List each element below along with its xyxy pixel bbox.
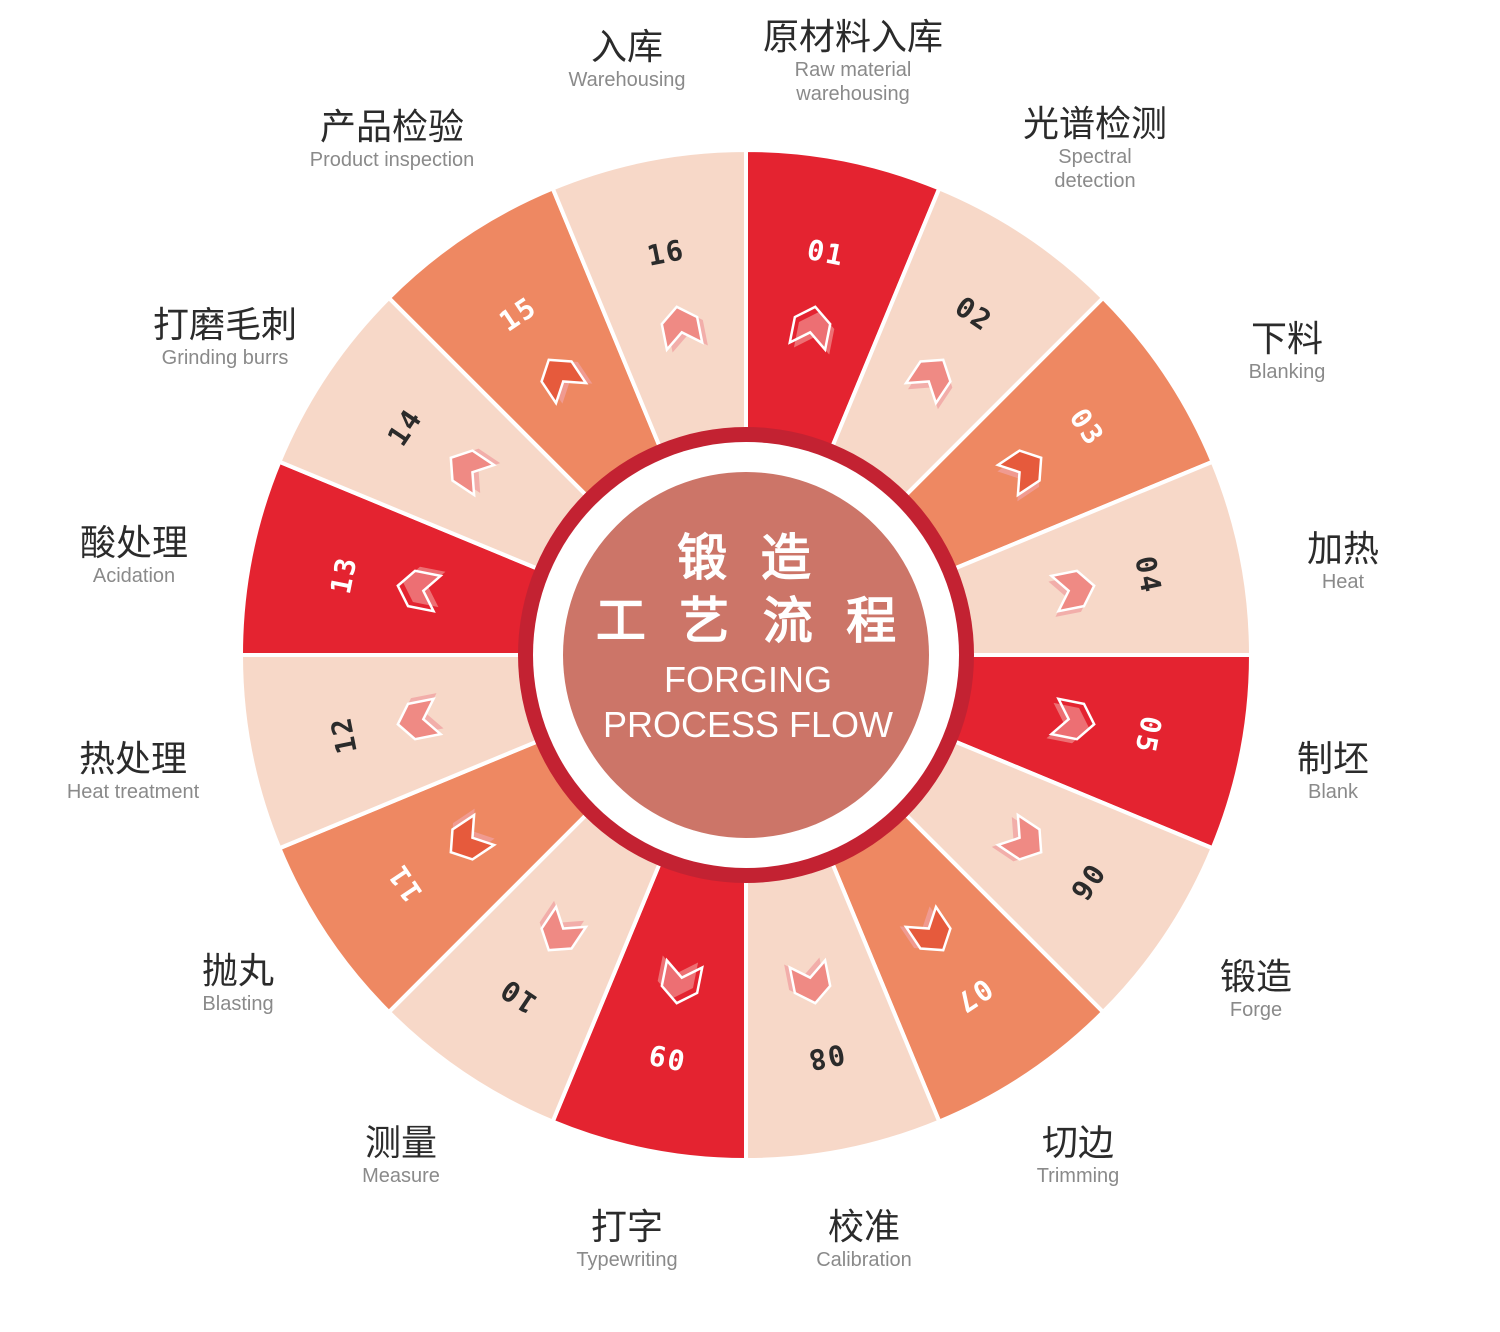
step-label-zh: 切边 xyxy=(1041,1123,1114,1164)
chevron-icon xyxy=(449,448,501,498)
step-label-zh: 校准 xyxy=(827,1207,901,1248)
step-label-zh: 加热 xyxy=(1306,529,1380,570)
step-number-01: 01 xyxy=(804,233,847,273)
chevron-icon xyxy=(540,358,593,406)
step-number-05: 05 xyxy=(1128,713,1168,756)
step-label-zh: 抛丸 xyxy=(201,951,275,992)
chevron-icon xyxy=(539,900,589,952)
center-title-line1: 锻 造 xyxy=(677,529,818,587)
step-label-en: Acidation xyxy=(92,565,176,587)
step-label-en: Heat treatment xyxy=(66,781,200,803)
center-subtitle-line1: FORGING xyxy=(664,659,832,700)
step-label-zh: 打字 xyxy=(590,1207,663,1248)
step-label-zh: 制坯 xyxy=(1296,739,1370,780)
chevron-icon xyxy=(899,904,952,952)
center-subtitle-line2: PROCESS FLOW xyxy=(603,704,893,745)
chevron-icon xyxy=(1048,569,1096,617)
chevron-icon xyxy=(449,808,497,861)
step-label-zh: 下料 xyxy=(1250,319,1323,360)
chevron-icon xyxy=(396,693,444,741)
step-label-en: Warehousing xyxy=(568,69,686,91)
step-label-en: Raw material warehousing xyxy=(794,59,912,105)
step-label-zh: 光谱检测 xyxy=(1022,104,1168,145)
step-label-en: Blasting xyxy=(202,993,274,1015)
chevron-icon xyxy=(396,566,446,613)
step-label-en: Spectral detection xyxy=(1054,146,1136,192)
step-label-zh: 酸处理 xyxy=(79,523,189,564)
chevron-icon xyxy=(784,957,832,1005)
step-label-en: Typewriting xyxy=(576,1249,678,1271)
step-label-en: Product inspection xyxy=(309,149,475,171)
chevron-icon xyxy=(657,955,704,1005)
step-label-en: Measure xyxy=(362,1165,440,1187)
hub xyxy=(563,472,929,838)
step-number-04: 04 xyxy=(1128,553,1168,596)
step-number-13: 13 xyxy=(324,553,364,596)
step-number-12: 12 xyxy=(324,713,364,756)
center-title-line2: 工 艺 流 程 xyxy=(596,592,904,650)
step-label-zh: 热处理 xyxy=(78,739,188,780)
step-number-16: 16 xyxy=(644,233,687,273)
step-label-en: Forge xyxy=(1229,999,1283,1021)
step-label-zh: 测量 xyxy=(364,1123,437,1164)
chevron-icon xyxy=(788,305,835,355)
step-number-09: 09 xyxy=(644,1037,687,1077)
chevron-icon xyxy=(660,305,708,353)
step-label-en: Grinding burrs xyxy=(161,347,289,369)
step-label-en: Blanking xyxy=(1248,361,1326,383)
step-label-en: Trimming xyxy=(1036,1165,1120,1187)
chevron-icon xyxy=(1046,697,1096,744)
chevron-icon xyxy=(991,812,1043,862)
step-label-zh: 原材料入库 xyxy=(762,17,944,58)
step-label-zh: 入库 xyxy=(590,27,664,68)
segments-layer xyxy=(238,147,1254,1163)
step-label-zh: 打磨毛刺 xyxy=(152,305,298,346)
step-label-zh: 锻造 xyxy=(1219,957,1293,998)
step-number-08: 08 xyxy=(804,1037,847,1077)
step-label-en: Heat xyxy=(1321,571,1365,593)
step-label-en: Blank xyxy=(1307,781,1359,803)
step-label-zh: 产品检验 xyxy=(319,107,465,148)
step-label-en: Calibration xyxy=(816,1249,912,1271)
chevron-icon xyxy=(903,358,953,410)
chevron-icon xyxy=(995,449,1043,502)
